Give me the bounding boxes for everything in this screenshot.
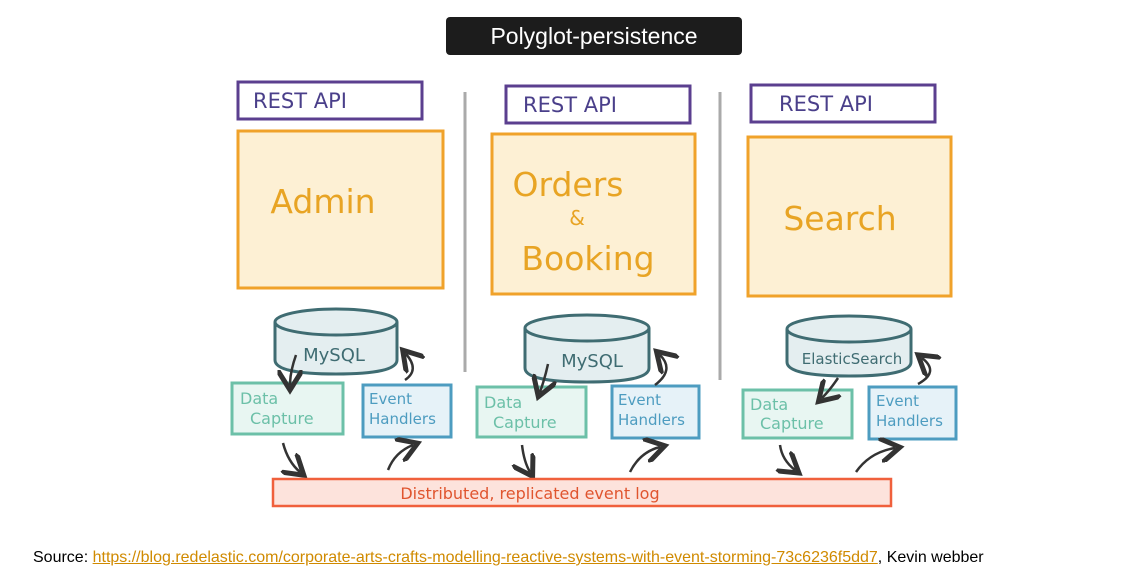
handler-to-db-arrow [918,358,930,386]
source-citation: Source: https://blog.redelastic.com/corp… [33,549,984,567]
service-column-admin: REST API Admin MySQL Data Capture Event … [230,80,453,472]
service-label: Booking [521,239,654,278]
log-to-handler-arrow [386,445,413,471]
database-cylinder [523,313,651,384]
rest-api-label: REST API [523,93,617,117]
log-to-handler-arrow [628,447,660,473]
service-box [746,135,953,298]
capture-to-log-arrow [780,444,795,470]
event-log-label: Distributed, replicated event log [400,484,659,503]
service-column-orders-booking: REST API Orders & Booking MySQL Data Cap… [475,84,701,473]
database-label: MySQL [303,345,365,366]
service-label: Admin [270,182,375,221]
data-capture-label: Capture [250,409,314,428]
service-label: & [569,206,585,230]
event-handlers-box [361,383,453,439]
architecture-diagram: REST API Admin MySQL Data Capture Event … [230,80,958,508]
event-handlers-label: Event [618,391,661,409]
database-cylinder [273,307,399,376]
data-capture-label: Data [484,393,522,412]
rest-api-box [504,84,692,125]
service-box [490,132,697,296]
db-to-capture-arrow [540,363,548,392]
rest-api-box [749,83,937,124]
service-box [236,129,445,290]
event-handlers-box [610,384,701,440]
event-log-bar [271,477,893,508]
db-to-capture-arrow [290,354,296,385]
capture-to-log-arrow [522,444,530,472]
handler-to-db-arrow [655,355,666,386]
event-handlers-label: Event [369,390,412,408]
data-capture-label: Data [750,395,788,414]
event-handlers-box [867,385,958,441]
source-prefix: Source: [33,549,93,566]
rest-api-label: REST API [253,89,347,113]
data-capture-label: Capture [760,414,824,433]
source-link[interactable]: https://blog.redelastic.com/corporate-ar… [92,549,878,566]
database-label: ElasticSearch [802,350,902,368]
database-cylinder [785,314,913,378]
database-label: MySQL [561,351,623,372]
log-to-handler-arrow [854,448,895,473]
event-handlers-label: Handlers [369,410,436,428]
data-capture-label: Data [240,389,278,408]
handler-to-db-arrow [405,354,413,382]
rest-api-label: REST API [779,92,873,116]
db-to-capture-arrow [822,377,838,398]
rest-api-box [236,80,424,121]
service-label: Search [783,199,896,238]
service-label: Orders [513,165,624,204]
service-column-search: REST API Search ElasticSearch Data Captu… [741,83,958,473]
data-capture-label: Capture [493,413,557,432]
diagram-title: Polyglot-persistence [446,17,742,55]
source-author: , Kevin webber [877,549,984,566]
event-handlers-label: Handlers [618,411,685,429]
event-handlers-label: Handlers [876,412,943,430]
event-handlers-label: Event [876,392,919,410]
capture-to-log-arrow [283,442,300,472]
